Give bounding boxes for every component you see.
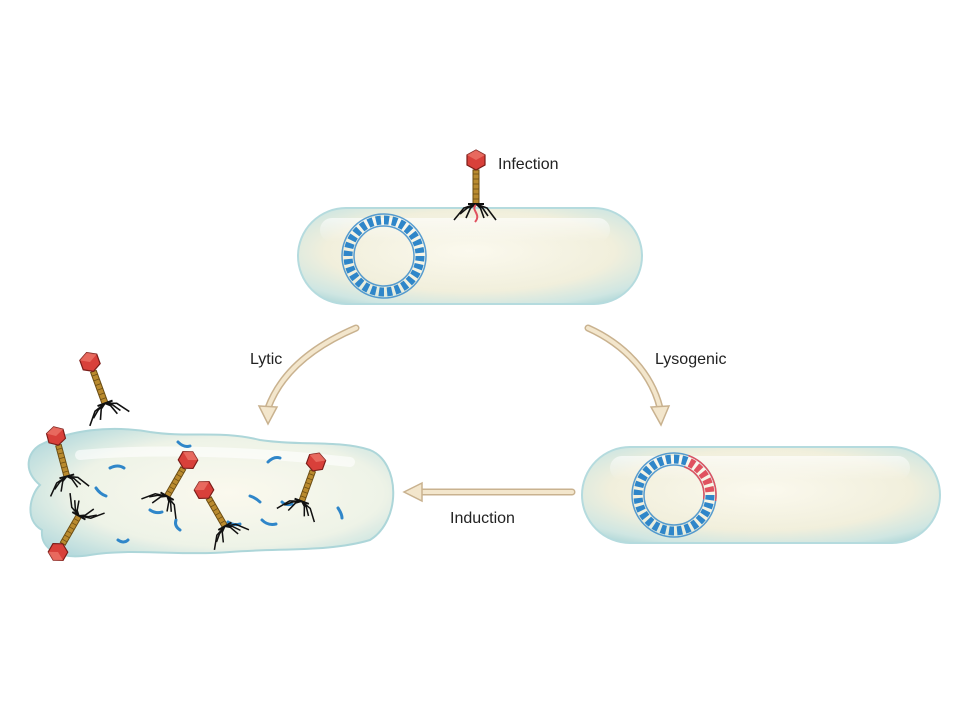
- dna-segment: [659, 524, 668, 535]
- infecting-phage: [453, 149, 497, 223]
- dna-segment: [374, 215, 382, 226]
- dna-fragment: [336, 506, 344, 520]
- dna-segment: [680, 455, 689, 466]
- dna-fragment: [260, 518, 278, 526]
- lysogenic-label: Lysogenic: [655, 351, 727, 368]
- dna-fragment: [248, 494, 262, 504]
- prophage-segment: [702, 477, 713, 486]
- dna-fragment: [174, 518, 182, 532]
- dna-segment: [369, 285, 378, 296]
- dna-segment: [414, 246, 425, 254]
- bacteriophage-icon: [47, 493, 105, 561]
- lytic-label: Lytic: [250, 351, 283, 368]
- dna-segment: [656, 456, 665, 467]
- dna-segment: [354, 277, 365, 288]
- dna-segment: [676, 525, 684, 536]
- dna-fragments: [94, 440, 344, 544]
- induction-label: Induction: [450, 510, 515, 527]
- progeny-phages: [45, 426, 327, 561]
- dna-segment: [390, 216, 399, 227]
- dna-segment: [633, 497, 644, 505]
- bacteriophage-icon: [453, 149, 497, 221]
- dna-fragment: [116, 538, 130, 544]
- injected-dna: [473, 204, 479, 223]
- dna-segment: [408, 230, 419, 241]
- dna-segment: [345, 265, 356, 274]
- lysogenic-arrow: [584, 324, 671, 427]
- dna-segment: [358, 221, 369, 232]
- dna-segment: [343, 258, 354, 266]
- dna-segment: [352, 226, 363, 237]
- dna-segment: [386, 286, 394, 297]
- dna-segment: [683, 523, 692, 534]
- bacteriophage-icon: [79, 351, 130, 427]
- prophage-segment: [698, 469, 709, 480]
- dna-segment: [344, 241, 355, 250]
- prophage-segment: [704, 485, 715, 493]
- dna-fragment: [266, 456, 282, 464]
- chromosome-with-prophage: [631, 452, 717, 538]
- bacteriophage-icon: [193, 481, 250, 550]
- prophage-segment: [693, 463, 704, 474]
- dna-segment: [366, 217, 375, 228]
- dna-segment: [405, 275, 416, 286]
- dna-segment: [635, 504, 646, 513]
- dna-fragment: [94, 486, 108, 498]
- induction-arrow: [402, 481, 576, 503]
- dna-segment: [403, 224, 414, 235]
- dna-segment: [642, 465, 653, 476]
- dna-segment: [700, 508, 711, 518]
- bacteriophage-icon: [276, 452, 327, 523]
- dna-segment: [703, 501, 714, 510]
- dna-segment: [689, 519, 700, 530]
- dna-segment: [695, 514, 706, 525]
- dna-fragment: [108, 464, 126, 470]
- lysogenic-bacterium: [581, 446, 941, 544]
- dna-segment: [347, 233, 358, 243]
- dna-segment: [634, 480, 645, 489]
- dna-segment: [412, 238, 423, 247]
- dna-segment: [410, 269, 421, 279]
- dna-segment: [393, 284, 402, 295]
- dna-segment: [644, 516, 655, 527]
- dna-segment: [651, 521, 661, 532]
- bacteriophage-icon: [141, 451, 199, 519]
- bacterial-chromosome: [341, 213, 427, 299]
- bacteriophage-icon: [45, 426, 90, 497]
- lysing-bacterium: [27, 426, 395, 561]
- lytic-arrow: [257, 324, 360, 426]
- dna-fragment: [148, 508, 164, 515]
- dna-segment: [413, 262, 424, 271]
- released-phage: [79, 351, 130, 427]
- dna-segment: [349, 271, 360, 282]
- dna-fragment: [176, 440, 192, 448]
- prophage-segment: [687, 458, 697, 469]
- dna-segment: [639, 510, 650, 521]
- dna-segment: [637, 472, 648, 482]
- dna-segment: [664, 454, 672, 465]
- dna-segment: [399, 280, 410, 291]
- dna-segment: [361, 282, 371, 293]
- infection-label: Infection: [498, 156, 559, 173]
- infected-bacterium: [297, 207, 643, 305]
- dna-segment: [397, 219, 407, 230]
- dna-segment: [648, 460, 659, 471]
